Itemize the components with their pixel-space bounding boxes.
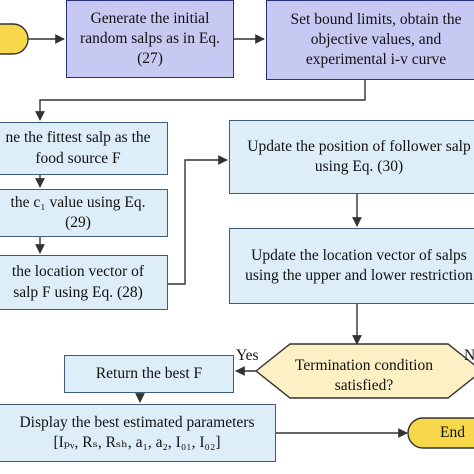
termination-label: Termination condition satisfied? [274, 356, 454, 396]
fittest-line-2: food source F [35, 149, 121, 167]
c1-value-box: the c₁ value using Eq. (29) [0, 189, 168, 237]
restrict-line-1: Update the location vector of salps [251, 246, 467, 264]
restriction-box: Update the location vector of salps usin… [229, 228, 474, 304]
bounds-line-1: Set bound limits, obtain the [290, 10, 462, 28]
leader-location-box: the location vector of salp F using Eq. … [0, 255, 168, 310]
termination-diamond [254, 343, 474, 399]
fittest-salp-box: ne the fittest salp as the food source F [0, 122, 168, 175]
bounds-line-3: experimental i-v curve [305, 51, 447, 69]
return-best-box: Return the best F [64, 355, 234, 393]
leader-line-1: the location vector of [11, 263, 145, 281]
arrow-bounds-to-fittest [35, 80, 366, 121]
termination-line-2: satisfied? [334, 377, 394, 395]
display-line-2: [Iₚᵥ, Rₛ, Rₛₕ, a₁, a₂, I₀₁, I₀₂] [53, 434, 221, 451]
c1-line-2: (29) [65, 214, 91, 231]
start-terminal [0, 23, 29, 55]
generate-line-2: random salps as in Eq. [80, 29, 220, 47]
end-label: End [440, 424, 465, 441]
leader-line-2: salp F using Eq. (28) [13, 283, 143, 301]
set-bounds-box: Set bound limits, obtain the objective v… [266, 0, 474, 80]
follower-line-1: Update the position of follower salp [247, 137, 471, 155]
generate-salps-box: Generate the initial random salps as in … [66, 0, 234, 78]
generate-line-3: (27) [137, 50, 163, 68]
display-line-1: Display the best estimated parameters [19, 413, 255, 431]
return-best-text: Return the best F [95, 364, 203, 382]
end-terminal [407, 417, 474, 449]
restrict-line-2: using the upper and lower restriction [245, 267, 473, 284]
arrow-leader-to-follower [168, 155, 228, 285]
no-label: N [464, 347, 474, 364]
yes-label: Yes [236, 347, 259, 364]
c1-line-1: the c₁ value using Eq. [10, 193, 146, 211]
fittest-line-1: ne the fittest salp as the [5, 129, 151, 147]
follower-position-box: Update the position of follower salp usi… [229, 120, 474, 194]
generate-line-1: Generate the initial [90, 9, 210, 27]
termination-line-1: Termination condition [295, 357, 433, 374]
display-params-box: Display the best estimated parameters [I… [0, 404, 276, 462]
bounds-line-2: objective values, and [310, 30, 442, 48]
follower-line-2: using Eq. (30) [314, 158, 404, 175]
